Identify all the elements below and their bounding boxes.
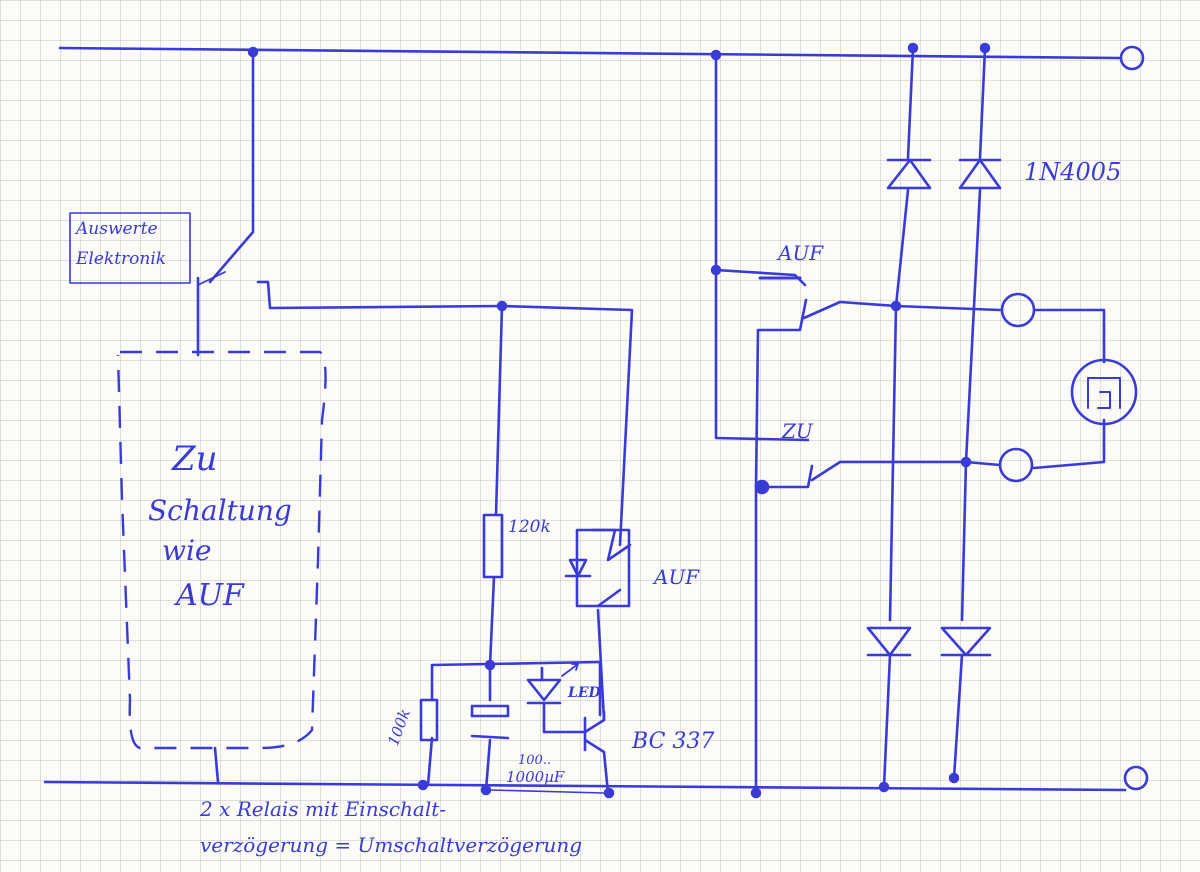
relay-auf-contact bbox=[714, 53, 898, 442]
label-resistor-120k: 120k bbox=[508, 517, 551, 537]
label-zu-block-2: Schaltung bbox=[148, 494, 292, 527]
bottom-rail bbox=[43, 780, 1127, 792]
label-auswerte-2: Elektronik bbox=[75, 249, 166, 269]
diode-top-1 bbox=[886, 158, 932, 190]
motor bbox=[1070, 358, 1138, 426]
top-rail bbox=[58, 46, 1122, 60]
label-zu-block-4: AUF bbox=[173, 578, 245, 613]
transistor-bc337 bbox=[583, 710, 610, 795]
relay-zu-contact bbox=[760, 460, 968, 489]
label-relay-auf-coil: AUF bbox=[652, 565, 700, 589]
label-capacitor-1: 100.. bbox=[518, 753, 551, 768]
motor-terminal-2 bbox=[998, 447, 1034, 483]
auswerte-box bbox=[69, 212, 191, 284]
label-relay-auf-contact: AUF bbox=[776, 241, 824, 265]
wire-relay-coil bbox=[500, 304, 634, 722]
motor-terminal-1 bbox=[1000, 292, 1036, 328]
label-relay-zu-contact: ZU bbox=[781, 419, 814, 443]
label-terminal-zero: 0 bbox=[1128, 785, 1129, 787]
label-resistor-100k: 100k bbox=[384, 707, 414, 749]
terminal-plus bbox=[1119, 45, 1145, 71]
label-diode-type: 1N4005 bbox=[1024, 158, 1121, 186]
label-capacitor-2: 1000µF bbox=[506, 768, 565, 786]
capacitor bbox=[470, 663, 510, 792]
led bbox=[526, 666, 586, 734]
zu-block-outline bbox=[116, 350, 327, 750]
label-zu-block-1: Zu bbox=[171, 439, 218, 479]
base-network bbox=[426, 660, 602, 787]
junction-dots bbox=[247, 42, 991, 799]
wire-120k bbox=[488, 304, 504, 667]
coil-diode bbox=[564, 558, 592, 578]
resistor-120k bbox=[482, 513, 504, 579]
label-zu-block-3: wie bbox=[162, 534, 212, 567]
diode-column-2 bbox=[952, 46, 987, 780]
label-note-1: 2 x Relais mit Einschalt- bbox=[199, 797, 446, 821]
label-transistor: BC 337 bbox=[631, 729, 714, 754]
resistor-100k bbox=[419, 698, 439, 742]
diode-bottom-2 bbox=[940, 626, 992, 657]
diode-top-2 bbox=[958, 158, 1002, 190]
motor-wiring bbox=[894, 304, 1106, 470]
label-note-2: verzögerung = Umschaltverzögerung bbox=[200, 833, 582, 857]
auswerte-switch bbox=[196, 50, 504, 357]
diode-column-1 bbox=[882, 46, 915, 789]
diode-bottom-1 bbox=[866, 626, 912, 657]
terminal-zero bbox=[1123, 765, 1149, 791]
label-auswerte-1: Auswerte bbox=[74, 219, 158, 239]
label-led: LED bbox=[567, 685, 602, 701]
